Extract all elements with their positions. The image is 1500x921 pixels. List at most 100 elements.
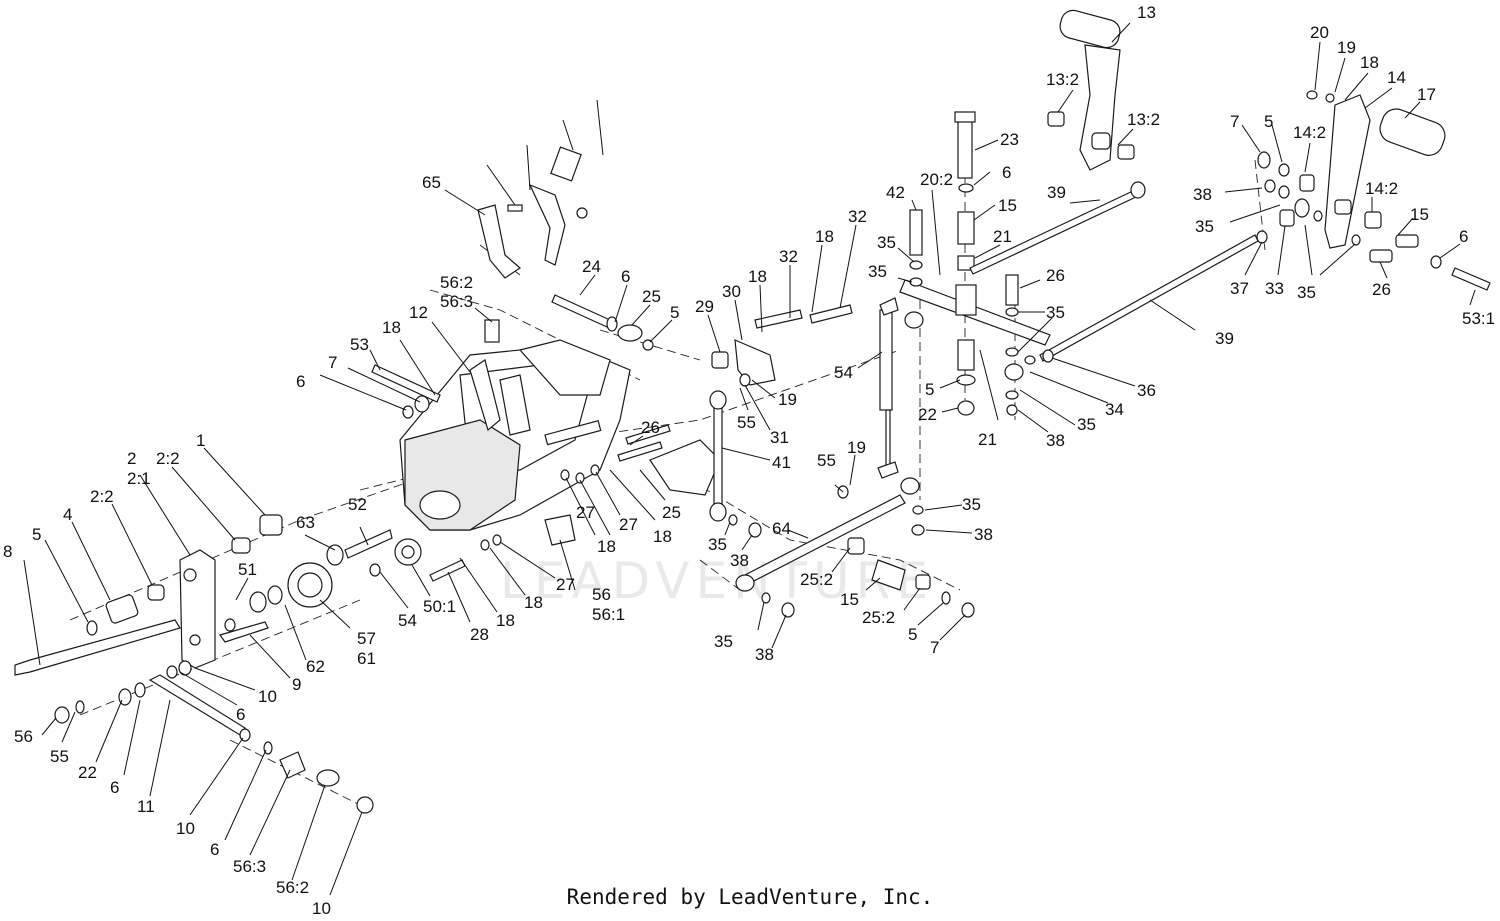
callout-34: 34 bbox=[1105, 400, 1124, 419]
callout-18: 19 bbox=[1337, 38, 1356, 57]
callout-41: 42 bbox=[886, 183, 905, 202]
callout-5: 5 bbox=[32, 525, 41, 544]
watermark-text: LEADVENTURE bbox=[500, 552, 934, 610]
callout-14-2: 14:2 bbox=[1293, 123, 1326, 142]
callout-12: 12 bbox=[409, 303, 428, 322]
callout-26: 26 bbox=[1046, 266, 1065, 285]
callout-14: 14 bbox=[1387, 68, 1406, 87]
callout-51: 54 bbox=[834, 363, 853, 382]
callout-5: 5 bbox=[925, 380, 934, 399]
callout-labels: 1 2 2:1 2:2 2:2 4 5 8 51 63 52 57 61 62 … bbox=[3, 3, 1495, 918]
callout-11: 11 bbox=[137, 797, 155, 816]
callout-35: 35 bbox=[868, 262, 887, 281]
callout-55: 56:3 bbox=[233, 857, 266, 876]
callout-36: 36 bbox=[1137, 381, 1156, 400]
callout-6: 6 bbox=[296, 372, 305, 391]
callout-20-2: 21 bbox=[993, 227, 1012, 246]
callout-6: 6 bbox=[1459, 227, 1468, 246]
callout-5: 5 bbox=[1264, 112, 1273, 131]
callout-43: 51 bbox=[238, 560, 257, 579]
callout-1: 1 bbox=[196, 431, 205, 450]
callout-37: 37 bbox=[1230, 279, 1249, 298]
lever-13 bbox=[1047, 9, 1135, 171]
callout-40: 41 bbox=[772, 453, 791, 472]
callout-38: 38 bbox=[974, 525, 993, 544]
callout-5: 5 bbox=[670, 303, 679, 322]
callout-19: 20 bbox=[1310, 23, 1329, 42]
callout-61: 65 bbox=[422, 173, 441, 192]
callout-25: 25 bbox=[662, 503, 681, 522]
callout-54: 56:2 bbox=[276, 878, 309, 897]
center-hardware bbox=[371, 294, 671, 582]
control-plate bbox=[477, 146, 588, 279]
callout-21: 22 bbox=[918, 405, 937, 424]
callout-35: 35 bbox=[1077, 415, 1096, 434]
callout-26: 26 bbox=[641, 418, 660, 437]
rods bbox=[709, 297, 924, 522]
callout-18: 19 bbox=[847, 438, 866, 457]
callout-18: 19 bbox=[778, 390, 797, 409]
callout-35: 35 bbox=[877, 233, 896, 252]
callout-30: 30 bbox=[722, 282, 741, 301]
callout-48: 55 bbox=[50, 747, 69, 766]
callout-17: 18 bbox=[653, 527, 672, 546]
footer-credit: Rendered by LeadVenture, Inc. bbox=[566, 885, 934, 909]
callout-35: 35 bbox=[708, 535, 727, 554]
left-bushings bbox=[14, 514, 283, 676]
callout-35: 35 bbox=[1195, 217, 1214, 236]
callout-57: 64 bbox=[772, 519, 791, 538]
callout-20-2: 21 bbox=[978, 430, 997, 449]
lever-14 bbox=[1257, 90, 1491, 291]
callout-17: 18 bbox=[1360, 53, 1379, 72]
callout-52: 55 bbox=[737, 413, 756, 432]
sprockets bbox=[287, 529, 422, 608]
callout-25-2: 25:2 bbox=[800, 570, 833, 589]
callout-23: 24 bbox=[582, 257, 601, 276]
callout-25-2: 25:2 bbox=[862, 608, 895, 627]
callout-10: 10 bbox=[176, 819, 195, 838]
callout-56-2: 62 bbox=[306, 657, 325, 676]
callout-53-1: 56:1 bbox=[592, 605, 625, 624]
callout-24: 25 bbox=[642, 287, 661, 306]
callout-29: 29 bbox=[695, 297, 714, 316]
callout-35: 35 bbox=[1297, 283, 1316, 302]
callout-7: 7 bbox=[1230, 112, 1239, 131]
callout-17: 18 bbox=[524, 593, 543, 612]
callout-52: 55 bbox=[817, 451, 836, 470]
callout-10: 10 bbox=[312, 899, 331, 918]
callout-16: 17 bbox=[1417, 85, 1436, 104]
callout-27: 27 bbox=[576, 503, 595, 522]
callout-13: 13 bbox=[1137, 3, 1156, 22]
callout-35: 35 bbox=[1046, 303, 1065, 322]
callout-50-1: 56:3 bbox=[440, 292, 473, 311]
callout-13-2: 13:2 bbox=[1046, 70, 1079, 89]
callout-14-2: 14:2 bbox=[1365, 179, 1398, 198]
callout-39: 39 bbox=[1215, 329, 1234, 348]
callout-31: 31 bbox=[770, 428, 789, 447]
bracket-2 bbox=[179, 549, 216, 669]
idler-arm bbox=[54, 660, 374, 814]
callout-21: 22 bbox=[78, 763, 97, 782]
callout-17: 18 bbox=[597, 537, 616, 556]
mount-plate-20 bbox=[899, 111, 1051, 416]
callout-32: 32 bbox=[779, 247, 798, 266]
link-57 bbox=[728, 485, 975, 618]
callout-6: 6 bbox=[210, 840, 219, 859]
callout-45: 53 bbox=[350, 335, 369, 354]
callout-9: 9 bbox=[292, 675, 301, 694]
callout-20: 20:2 bbox=[920, 170, 953, 189]
callout-49: 56 bbox=[14, 727, 33, 746]
transmission-housing bbox=[399, 319, 631, 531]
callout-10: 10 bbox=[258, 687, 277, 706]
callout-32: 32 bbox=[848, 207, 867, 226]
callout-22: 23 bbox=[1000, 130, 1019, 149]
callout-6: 6 bbox=[236, 705, 245, 724]
callout-38: 38 bbox=[1193, 185, 1212, 204]
callout-17: 18 bbox=[815, 227, 834, 246]
callout-53: 56 bbox=[592, 585, 611, 604]
callout-2-2: 2:2 bbox=[90, 487, 114, 506]
leader-lines bbox=[23, 22, 1476, 896]
callout-2: 2 bbox=[127, 449, 136, 468]
callout-6: 6 bbox=[110, 778, 119, 797]
callout-15: 15 bbox=[840, 590, 859, 609]
